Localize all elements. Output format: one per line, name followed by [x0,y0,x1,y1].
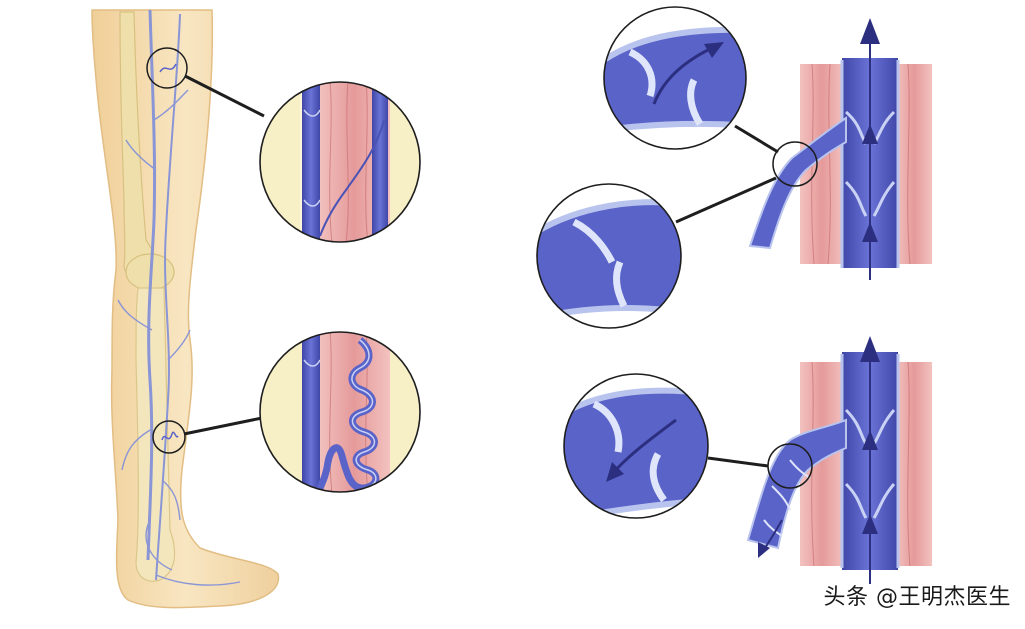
leg-anatomy [91,9,280,609]
flow-arrow-up-2 [862,124,878,144]
perforator-healthy [748,116,847,250]
healthy-vein-zoom [259,81,421,243]
leg-callout-bottom [152,420,186,454]
healthy-valve-flow [748,18,932,280]
valve-zoom-faulty [563,373,709,519]
valve-callout-healthy [772,141,818,187]
leg-vein-main [146,9,157,561]
valve-zoom-open [603,6,747,150]
flow-arrow-up-1 [860,18,880,44]
connector-top [184,74,265,118]
flow-arrow-up-3 [862,222,878,242]
faulty-valve-flow [746,336,932,584]
perforator-faulty [746,418,847,550]
leg-outline [91,9,280,609]
leg-vein-secondary [155,13,181,581]
leg-vein-branches [117,89,241,586]
leg-callout-top [146,47,188,89]
varicose-vein-zoom [259,331,421,493]
connector-bottom [183,416,263,436]
valve-zoom-closed [536,183,682,329]
healthy-vein-vessel [302,82,320,242]
watermark-text: 头条 @王明杰医生 [823,585,1011,610]
